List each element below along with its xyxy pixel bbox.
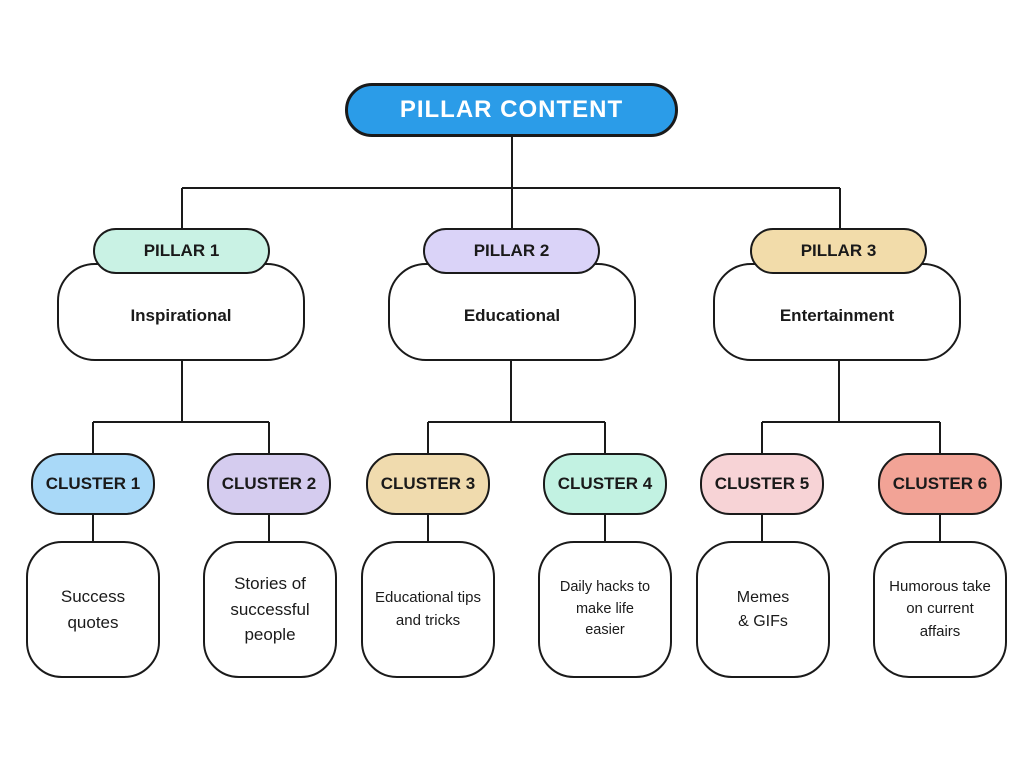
cluster-6-tag-label: CLUSTER 6: [892, 474, 988, 493]
root-to-pillars-connector: [181, 136, 841, 229]
pillar-3-topic-box: Entertainment: [713, 263, 961, 361]
pillar-2-tag: PILLAR 2: [423, 228, 600, 274]
cluster-1-tag: CLUSTER 1: [31, 453, 155, 515]
pillar-2-topic-label: Educational: [463, 306, 561, 325]
root-node-label: PILLAR CONTENT: [399, 96, 624, 123]
cluster-5-tag: CLUSTER 5: [700, 453, 824, 515]
cluster-3-idea-text: Educational tips and tricks: [375, 589, 481, 629]
pillar-3-tag-label: PILLAR 3: [800, 241, 877, 260]
cluster-6-idea-text: Humorous take on current affairs: [889, 577, 991, 640]
pillar-2-tag-label: PILLAR 2: [473, 241, 550, 260]
cluster-2-tag: CLUSTER 2: [207, 453, 331, 515]
cluster-5-idea-box: Memes & GIFs: [696, 541, 830, 678]
cluster-4-idea-box: Daily hacks to make life easier: [538, 541, 672, 678]
pillar3-to-clusters-connector: [761, 360, 941, 455]
cluster-4-tag-label: CLUSTER 4: [557, 474, 653, 493]
cluster-1-tag-label: CLUSTER 1: [45, 474, 141, 493]
cluster-2-idea-box: Stories of successful people: [203, 541, 337, 678]
cluster-5-tag-label: CLUSTER 5: [714, 474, 810, 493]
cluster-1-idea-box: Success quotes: [26, 541, 160, 678]
cluster-1-idea-text: Success quotes: [60, 587, 126, 632]
cluster-3-idea-box: Educational tips and tricks: [361, 541, 495, 678]
cluster-6-tag: CLUSTER 6: [878, 453, 1002, 515]
root-node-pillar-content: PILLAR CONTENT: [345, 83, 678, 137]
pillar-3-tag: PILLAR 3: [750, 228, 927, 274]
pillar-2-topic-box: Educational: [388, 263, 636, 361]
pillar-1-topic-box: Inspirational: [57, 263, 305, 361]
cluster-5-idea-text: Memes & GIFs: [736, 588, 790, 630]
cluster-4-idea-text: Daily hacks to make life easier: [559, 578, 651, 639]
pillar2-to-clusters-connector: [427, 360, 606, 455]
pillar1-to-clusters-connector: [92, 360, 270, 455]
cluster-6-idea-box: Humorous take on current affairs: [873, 541, 1007, 678]
pillar-1-tag: PILLAR 1: [93, 228, 270, 274]
cluster-2-idea-text: Stories of successful people: [230, 574, 310, 645]
cluster-to-idea-connectors: [92, 513, 941, 542]
cluster-4-tag: CLUSTER 4: [543, 453, 667, 515]
pillar-1-tag-label: PILLAR 1: [143, 241, 220, 260]
cluster-3-tag: CLUSTER 3: [366, 453, 490, 515]
pillar-1-topic-label: Inspirational: [130, 306, 232, 325]
pillar-3-topic-label: Entertainment: [779, 306, 895, 325]
cluster-3-tag-label: CLUSTER 3: [380, 474, 476, 493]
cluster-2-tag-label: CLUSTER 2: [221, 474, 317, 493]
